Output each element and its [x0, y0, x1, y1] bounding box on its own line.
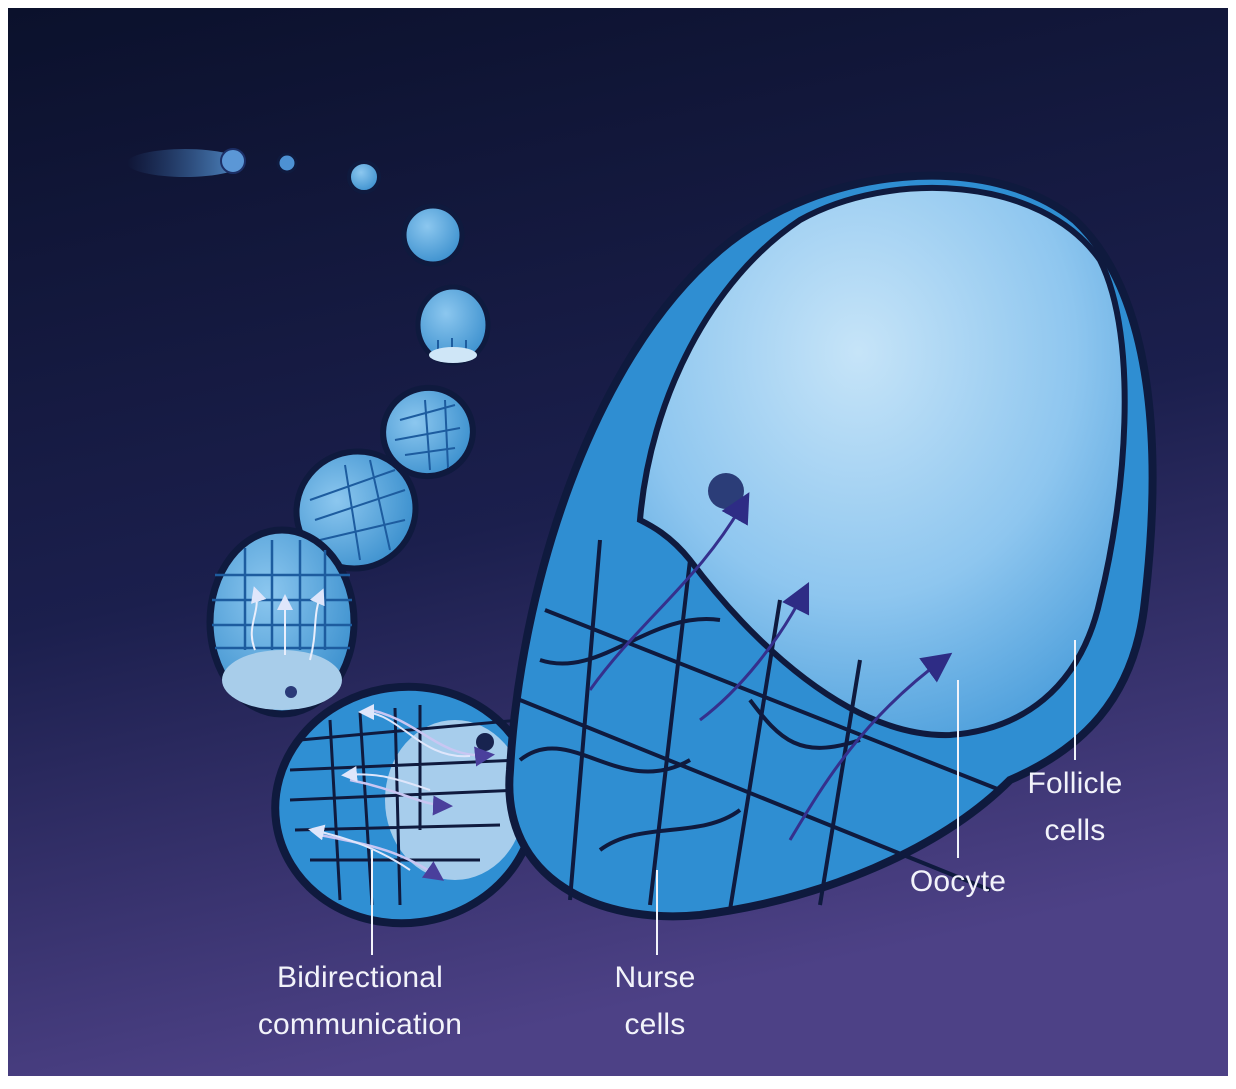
bidirectional-communication-label: Bidirectional communication — [240, 954, 480, 1048]
oocyte-label: Oocyte — [888, 858, 1028, 905]
nurse-cells-label: Nurse cells — [595, 954, 715, 1048]
follicle-cells-label: Follicle cells — [1015, 760, 1135, 854]
